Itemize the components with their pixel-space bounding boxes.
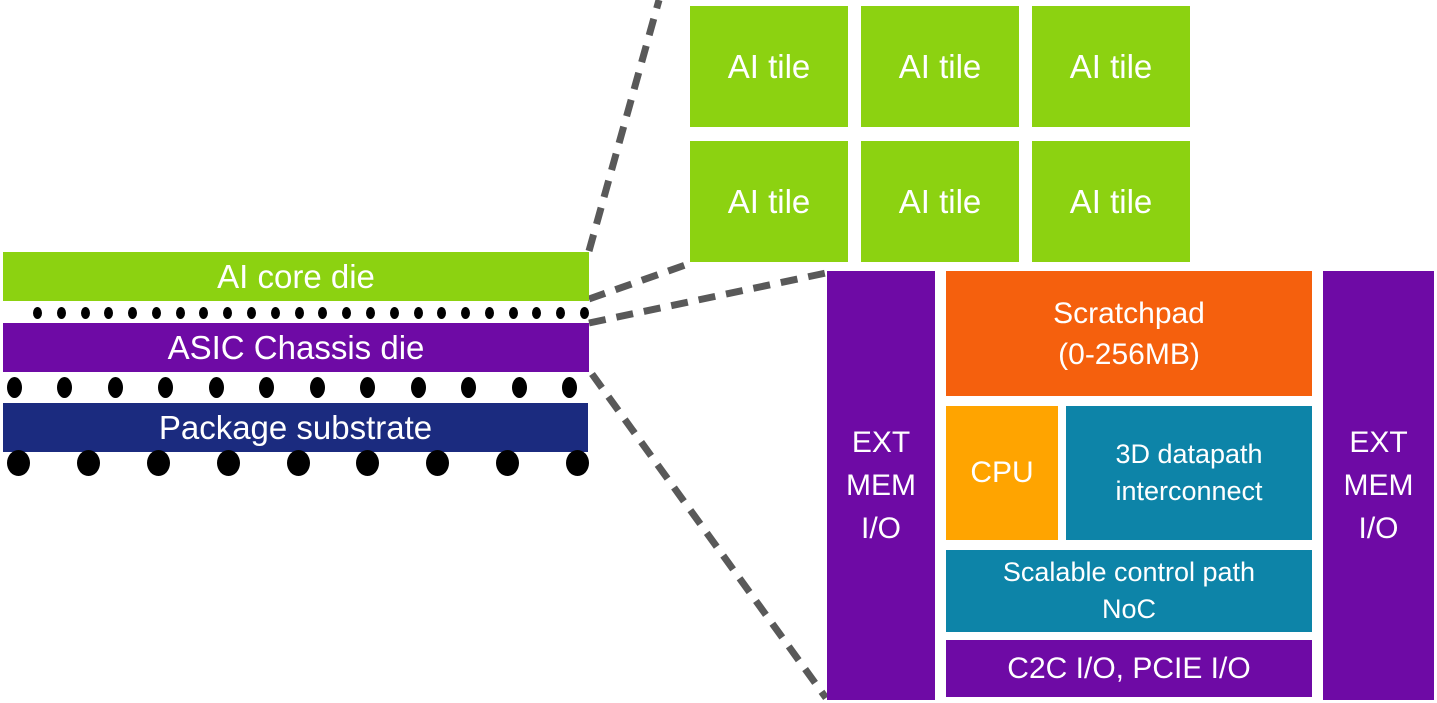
micro-bump-row bbox=[33, 307, 589, 319]
ai-tile-3-label: AI tile bbox=[1069, 48, 1153, 85]
bump-dot bbox=[223, 307, 233, 319]
bump-dot bbox=[508, 307, 518, 319]
bump-dot bbox=[579, 307, 589, 319]
bump-dot bbox=[496, 450, 520, 476]
ai-tile-4: AI tile bbox=[690, 141, 848, 262]
bump-dot bbox=[259, 377, 275, 398]
c2c-pcie-box: C2C I/O, PCIE I/O bbox=[946, 640, 1312, 697]
bump-dot bbox=[7, 377, 22, 398]
control-noc-label-line1: Scalable control path bbox=[1002, 557, 1256, 587]
layer-package-substrate-label: Package substrate bbox=[158, 409, 433, 446]
ai-tile-3: AI tile bbox=[1032, 6, 1190, 127]
bump-dot bbox=[158, 377, 174, 398]
bump-dot bbox=[437, 307, 447, 319]
bump-dot bbox=[208, 377, 224, 398]
bump-dot bbox=[360, 377, 376, 398]
bump-dot bbox=[76, 450, 100, 476]
bump-dot bbox=[365, 307, 375, 319]
ext-mem-io-right-line2: MEM bbox=[1343, 469, 1414, 502]
scratchpad-box: Scratchpad (0-256MB) bbox=[946, 271, 1312, 396]
cpu-label: CPU bbox=[970, 456, 1034, 489]
layer-ai-core-die-label: AI core die bbox=[217, 258, 375, 295]
bump-dot bbox=[426, 450, 450, 476]
bump-dot bbox=[556, 307, 566, 319]
bump-dot bbox=[270, 307, 280, 319]
bump-dot bbox=[104, 307, 114, 319]
bump-dot bbox=[128, 307, 138, 319]
ai-tile-6: AI tile bbox=[1032, 141, 1190, 262]
bump-dot bbox=[484, 307, 494, 319]
bump-dot bbox=[461, 307, 471, 319]
bump-dot bbox=[566, 450, 589, 476]
bump-dot bbox=[511, 377, 527, 398]
bump-dot bbox=[247, 307, 257, 319]
datapath-label-line2: interconnect bbox=[1115, 476, 1263, 506]
bump-dot bbox=[146, 450, 170, 476]
ext-mem-io-right: EXT MEM I/O bbox=[1323, 271, 1434, 700]
ai-tile-1-label: AI tile bbox=[727, 48, 811, 85]
ext-mem-io-right-line3: I/O bbox=[1358, 512, 1399, 545]
bump-dot bbox=[389, 307, 399, 319]
bump-dot bbox=[309, 377, 325, 398]
control-noc-label-line2: NoC bbox=[1101, 594, 1156, 624]
bump-dot bbox=[561, 377, 577, 398]
callout-line-chassis-bottom bbox=[589, 371, 829, 701]
bump-dot bbox=[199, 307, 209, 319]
callout-line-core-top bbox=[585, 0, 663, 252]
callout-line-chassis-top bbox=[588, 269, 827, 327]
bump-dot bbox=[216, 450, 240, 476]
c2c-pcie-label: C2C I/O, PCIE I/O bbox=[1007, 651, 1251, 685]
bump-row bbox=[7, 377, 577, 398]
bump-dot bbox=[57, 377, 73, 398]
bump-dot bbox=[356, 450, 380, 476]
ext-mem-io-right-line1: EXT bbox=[1349, 426, 1408, 459]
bump-dot bbox=[151, 307, 161, 319]
ai-tile-5-label: AI tile bbox=[898, 183, 982, 220]
datapath-interconnect-box: 3D datapath interconnect bbox=[1066, 406, 1312, 540]
cpu-box: CPU bbox=[946, 406, 1058, 540]
bump-dot bbox=[410, 377, 426, 398]
bump-dot bbox=[532, 307, 542, 319]
bump-dot bbox=[7, 450, 30, 476]
layer-package-substrate: Package substrate bbox=[3, 403, 588, 452]
ext-mem-io-left-line2: MEM bbox=[846, 469, 916, 502]
bump-dot bbox=[286, 450, 310, 476]
ai-tile-1: AI tile bbox=[690, 6, 848, 127]
bump-dot bbox=[80, 307, 90, 319]
scratchpad-label-line2: (0-256MB) bbox=[1058, 337, 1200, 371]
layer-ai-core-die: AI core die bbox=[3, 252, 589, 301]
ball-row bbox=[7, 450, 589, 476]
layer-asic-chassis-die-label: ASIC Chassis die bbox=[167, 329, 425, 366]
bump-dot bbox=[461, 377, 477, 398]
callout-line-core-bottom bbox=[587, 259, 693, 303]
bump-dot bbox=[318, 307, 328, 319]
ai-tile-2-label: AI tile bbox=[898, 48, 982, 85]
bump-dot bbox=[56, 307, 66, 319]
bump-dot bbox=[413, 307, 423, 319]
ai-tile-4-label: AI tile bbox=[727, 183, 811, 220]
bump-dot bbox=[33, 307, 42, 319]
ext-mem-io-left: EXT MEM I/O bbox=[827, 271, 935, 700]
control-noc-box: Scalable control path NoC bbox=[946, 550, 1312, 632]
ext-mem-io-left-line3: I/O bbox=[860, 512, 901, 545]
layer-asic-chassis-die: ASIC Chassis die bbox=[3, 323, 589, 372]
ai-tile-6-label: AI tile bbox=[1069, 183, 1153, 220]
ext-mem-io-left-line1: EXT bbox=[851, 426, 911, 459]
bump-dot bbox=[107, 377, 123, 398]
datapath-label-line1: 3D datapath bbox=[1115, 439, 1263, 469]
bump-dot bbox=[294, 307, 304, 319]
ai-tile-2: AI tile bbox=[861, 6, 1019, 127]
bump-dot bbox=[175, 307, 185, 319]
ai-tile-5: AI tile bbox=[861, 141, 1019, 262]
scratchpad-label-line1: Scratchpad bbox=[1053, 296, 1205, 330]
bump-dot bbox=[342, 307, 352, 319]
